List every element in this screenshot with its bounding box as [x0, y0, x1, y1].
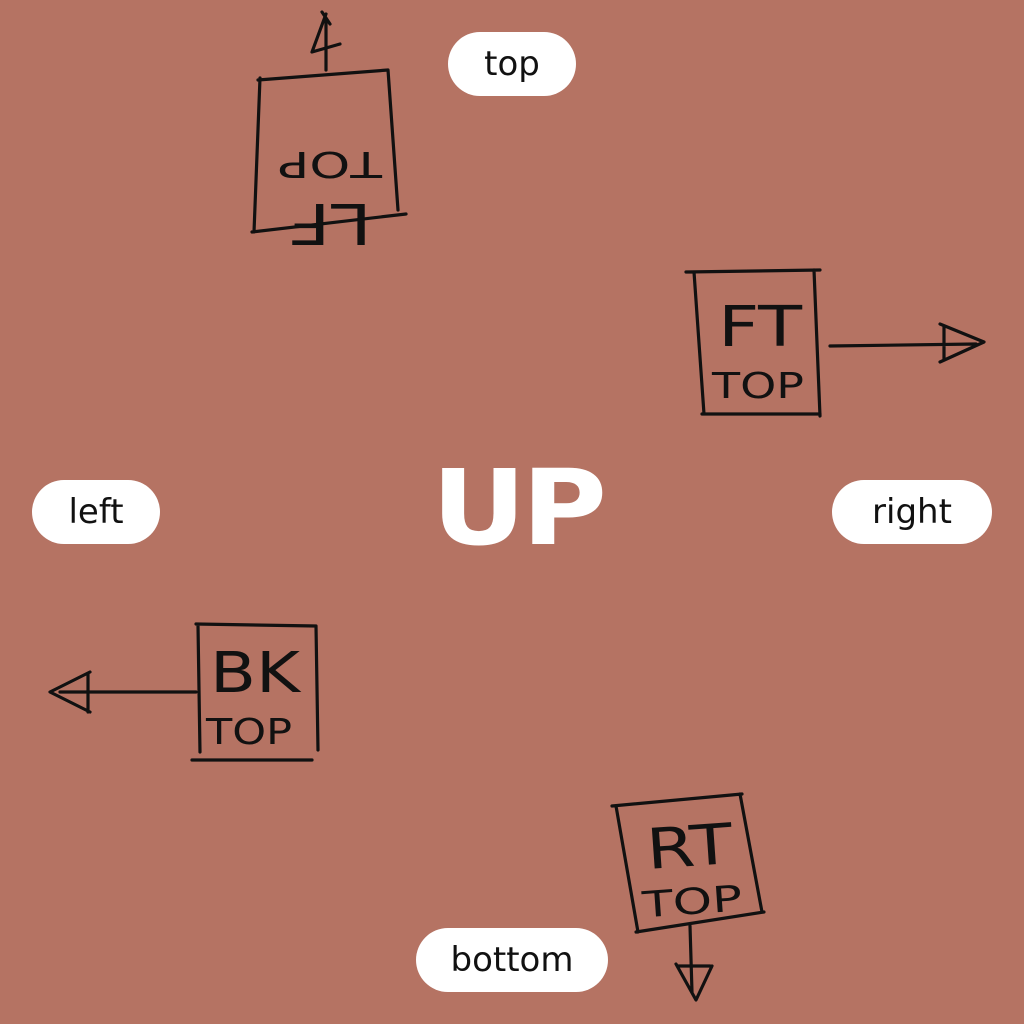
card-left-box — [190, 622, 320, 762]
card-left-title: BK — [210, 641, 302, 706]
label-right: right — [832, 480, 992, 544]
card-right: FT TOP — [684, 268, 986, 418]
arrow-down-icon — [674, 924, 714, 1002]
card-left-subtitle: TOP — [205, 712, 292, 753]
label-top: top — [448, 32, 576, 96]
card-right-title: FT — [718, 295, 803, 360]
center-up-text: UP — [431, 447, 606, 569]
card-bottom-box — [610, 792, 766, 934]
arrow-left-icon — [48, 670, 198, 714]
arrow-right-icon — [828, 322, 986, 364]
card-top-title: LF — [288, 190, 372, 255]
card-bottom-subtitle: TOP — [640, 878, 744, 926]
arrow-up-icon — [310, 10, 342, 72]
card-top-subtitle: TOP — [278, 143, 383, 184]
card-right-box — [684, 268, 822, 418]
card-bottom-title: RT — [644, 812, 735, 883]
card-right-subtitle: TOP — [711, 366, 804, 407]
card-top: TOP LF — [250, 10, 408, 255]
card-top-box — [250, 68, 408, 234]
label-left: left — [32, 480, 160, 544]
card-bottom: RT TOP — [610, 792, 766, 1002]
card-left: BK TOP — [48, 622, 320, 762]
label-bottom: bottom — [416, 928, 608, 992]
